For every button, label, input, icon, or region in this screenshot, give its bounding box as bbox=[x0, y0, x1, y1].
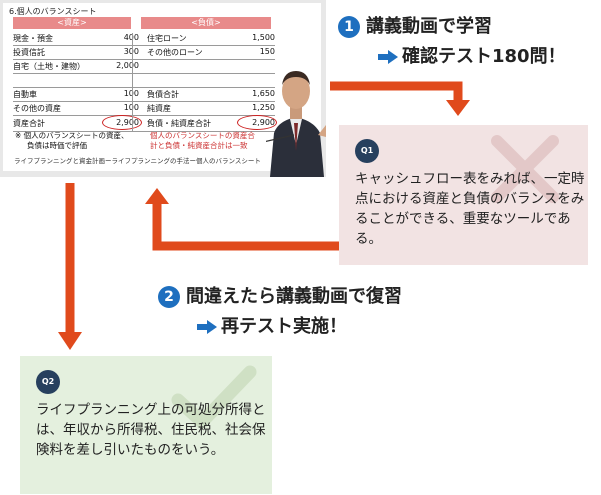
liability-value: 1,500 bbox=[252, 33, 275, 42]
step1-sub: 確認テスト180問！ bbox=[402, 46, 566, 67]
slide-caption: ライフプランニングと資金計画ーライフプランニングの手法ー個人のバランスシート bbox=[14, 157, 261, 165]
table-row: 自動車 100 負債合計 1,650 bbox=[13, 89, 275, 101]
step2-sub: 再テスト実施！ bbox=[221, 316, 347, 337]
arrow-head-to-q2 bbox=[58, 332, 82, 350]
liability-label: その他のローン bbox=[147, 48, 203, 57]
divider bbox=[13, 45, 275, 46]
asset-label: 自動車 bbox=[13, 90, 37, 99]
liabilities-header: <負債> bbox=[141, 17, 271, 29]
presenter-figure bbox=[266, 71, 326, 177]
step1-heading: 1 講義動画で学習 bbox=[338, 12, 492, 38]
question-card-q1[interactable]: Q1 キャッシュフロー表をみれば、一定時点における資産と負債のバランスをみること… bbox=[339, 125, 588, 265]
arrow-head-back bbox=[145, 188, 169, 204]
table-row: 現金・預金 400 住宅ローン 1,500 bbox=[13, 33, 275, 45]
asset-label: その他の資産 bbox=[13, 104, 61, 113]
asset-label: 資産合計 bbox=[13, 119, 45, 128]
slide: 6.個人のバランスシート <資産> <負債> 現金・預金 400 住宅ローン 1… bbox=[3, 3, 321, 171]
asset-value: 2,000 bbox=[116, 61, 139, 70]
step2-title: 間違えたら講義動画で復習 bbox=[186, 286, 402, 307]
asset-value: 100 bbox=[123, 89, 139, 98]
step2-heading: 2 間違えたら講義動画で復習 bbox=[158, 282, 402, 308]
table-row: 投資信託 300 その他のローン 150 bbox=[13, 47, 275, 59]
divider bbox=[13, 59, 275, 60]
arrow-head-to-q1 bbox=[446, 100, 470, 116]
table-center-divider bbox=[132, 33, 133, 131]
liability-value: 1,250 bbox=[252, 103, 275, 112]
asset-value: 100 bbox=[123, 103, 139, 112]
q2-text: ライフプランニング上の可処分所得とは、年収から所得税、住民税、社会保険料を差し引… bbox=[36, 402, 266, 458]
step2-number-badge: 2 bbox=[158, 286, 180, 308]
liability-value: 150 bbox=[259, 47, 275, 56]
divider bbox=[13, 101, 275, 102]
step1-number-badge: 1 bbox=[338, 16, 360, 38]
slide-title: 6.個人のバランスシート bbox=[9, 7, 97, 16]
table-row: 自宅（土地・建物） 2,000 bbox=[13, 61, 273, 73]
cross-icon bbox=[491, 135, 559, 203]
asset-label: 現金・預金 bbox=[13, 34, 53, 43]
note-market-value: ※ 個人のバランスシートの資産、 負債は時価で評価 bbox=[15, 131, 129, 150]
checkmark-icon bbox=[171, 365, 257, 429]
divider bbox=[13, 115, 275, 116]
step2-subheading: 再テスト実施！ bbox=[197, 312, 347, 338]
asset-value: 300 bbox=[123, 47, 139, 56]
arrow-to-q1 bbox=[330, 81, 463, 104]
liability-value: 1,650 bbox=[252, 89, 275, 98]
liability-label: 負債・純資産合計 bbox=[147, 119, 211, 128]
step1-subheading: 確認テスト180問！ bbox=[378, 42, 566, 68]
note-totals-match: 個人のバランスシートの資産合 計と負債・純資産合計は一致 bbox=[150, 131, 255, 150]
lecture-video-frame[interactable]: 6.個人のバランスシート <資産> <負債> 現金・預金 400 住宅ローン 1… bbox=[0, 0, 326, 177]
liability-label: 負債合計 bbox=[147, 90, 179, 99]
question-card-q2[interactable]: Q2 ライフプランニング上の可処分所得とは、年収から所得税、住民税、社会保険料を… bbox=[20, 356, 272, 494]
q2-badge: Q2 bbox=[36, 370, 60, 394]
q1-badge: Q1 bbox=[355, 139, 379, 163]
q1-text: キャッシュフロー表をみれば、一定時点における資産と負債のバランスをみることができ… bbox=[355, 171, 585, 247]
liability-total-circle bbox=[237, 115, 277, 130]
divider bbox=[13, 131, 275, 132]
liability-label: 住宅ローン bbox=[147, 34, 187, 43]
asset-total-circle bbox=[102, 115, 142, 130]
assets-header: <資産> bbox=[13, 17, 131, 29]
divider bbox=[13, 87, 275, 88]
step1-title: 講義動画で学習 bbox=[366, 16, 492, 37]
asset-label: 自宅（土地・建物） bbox=[13, 62, 85, 71]
arrow-back-to-video bbox=[152, 200, 339, 251]
asset-value: 400 bbox=[123, 33, 139, 42]
table-row: その他の資産 100 純資産 1,250 bbox=[13, 103, 275, 115]
arrow-right-icon bbox=[378, 50, 398, 64]
arrow-right-icon bbox=[197, 320, 217, 334]
liability-label: 純資産 bbox=[147, 104, 171, 113]
asset-label: 投資信託 bbox=[13, 48, 45, 57]
divider bbox=[13, 73, 275, 74]
